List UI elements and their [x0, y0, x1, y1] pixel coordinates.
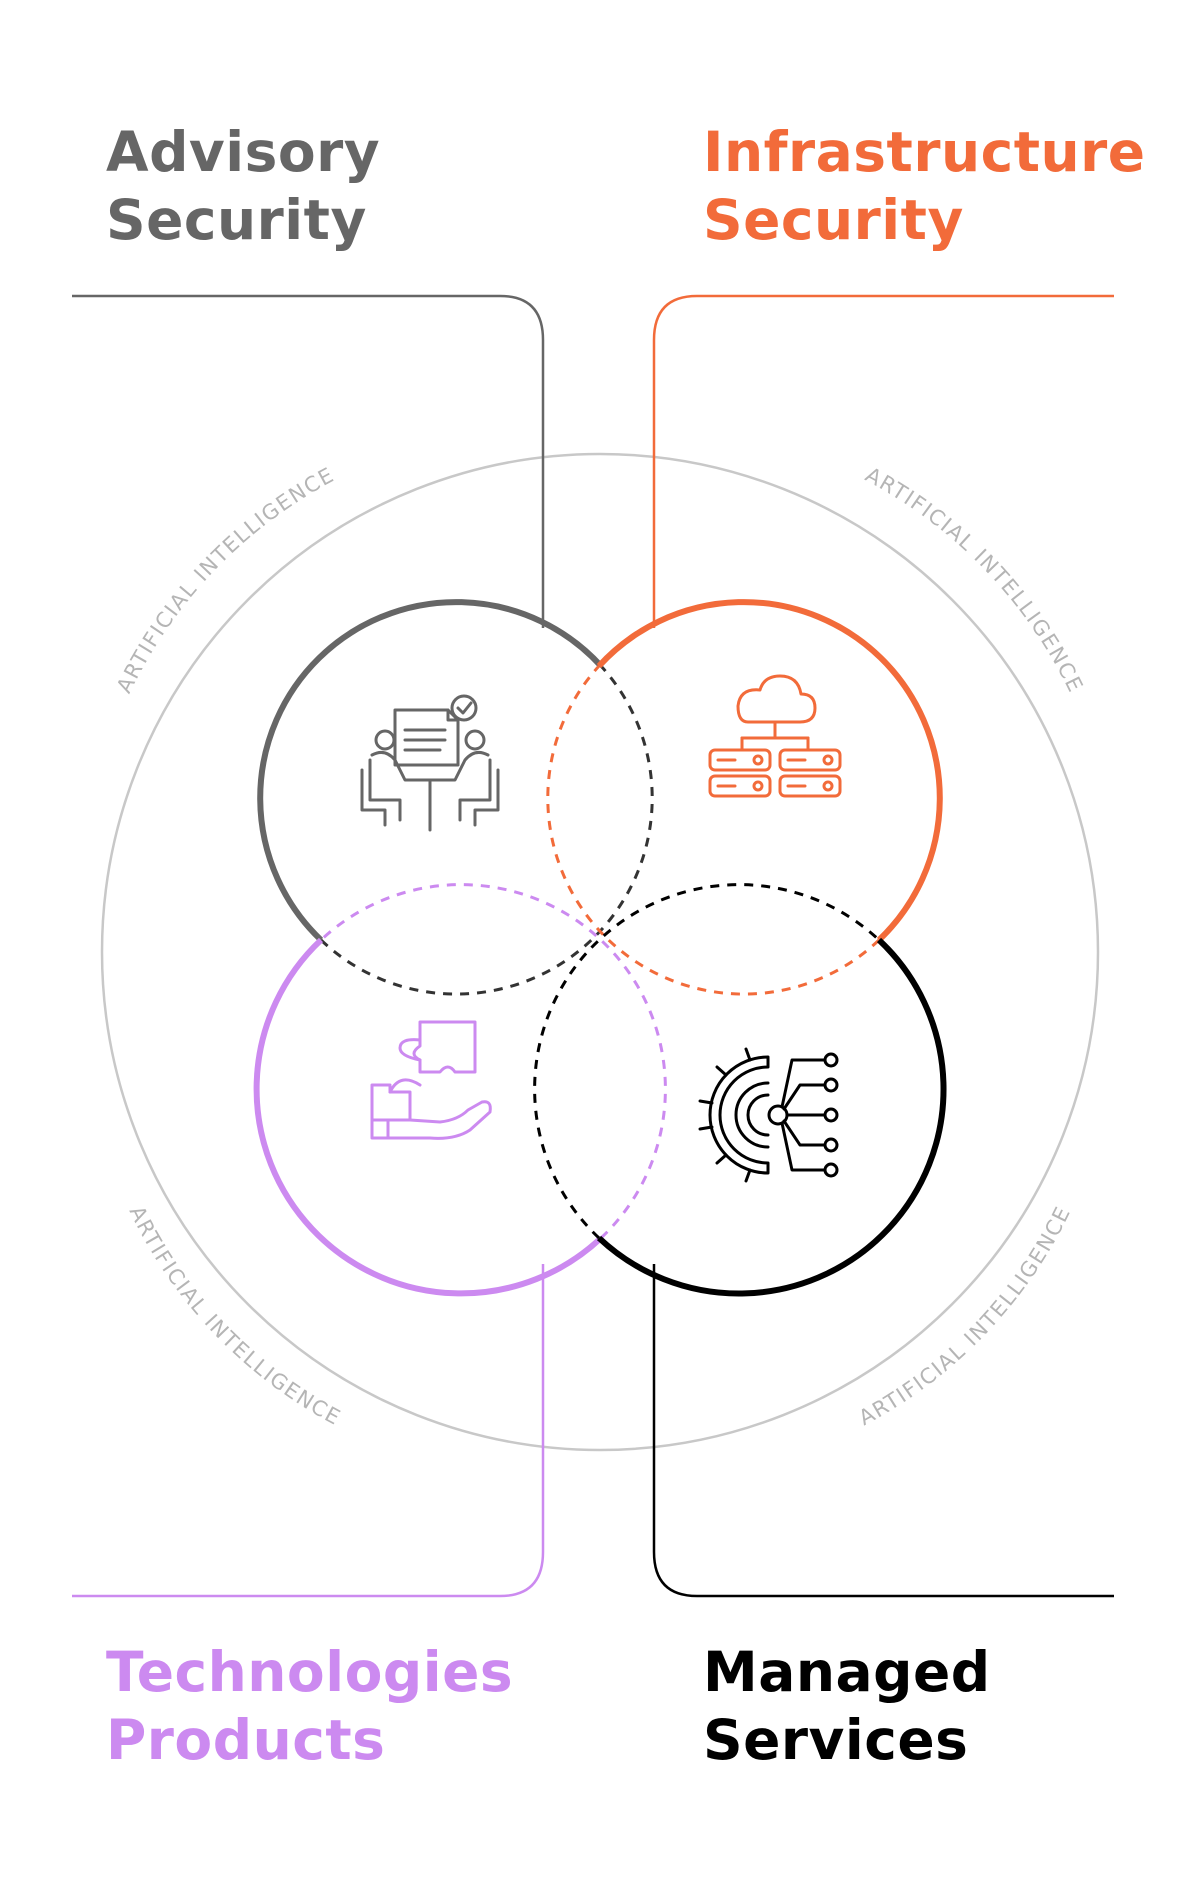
- advisory-circle-dashed: [319, 664, 654, 996]
- technologies-products-title: Technologies Products: [106, 1638, 513, 1774]
- cloud-servers-icon: [708, 674, 842, 798]
- technologies-title-line1: Technologies: [106, 1640, 514, 1704]
- infrastructure-security-title: Infrastructure Security: [703, 118, 1146, 254]
- managed-title-line1: Managed: [703, 1640, 991, 1704]
- advisory-title-line1: Advisory: [106, 120, 381, 184]
- infrastructure-circle-solid: [596, 599, 943, 943]
- infrastructure-connector-line: [652, 294, 1114, 628]
- infrastructure-circle-dashed: [546, 664, 881, 996]
- technologies-circle-solid: [253, 937, 604, 1297]
- infrastructure-title-line1: Infrastructure: [703, 120, 1146, 184]
- ai-ring: [100, 452, 1100, 1452]
- ai-label-bottom-left: ARTIFICIAL INTELLIGENCE: [125, 1202, 346, 1430]
- puzzle-hand-icon: [370, 1020, 492, 1140]
- ai-label-top-right: ARTIFICIAL INTELLIGENCE: [862, 463, 1088, 697]
- infrastructure-title-line2: Security: [703, 188, 964, 252]
- ai-label-bottom-right: ARTIFICIAL INTELLIGENCE: [855, 1202, 1076, 1430]
- advisory-circle-solid: [257, 599, 604, 943]
- advisory-title-line2: Security: [106, 188, 367, 252]
- technologies-circle-dashed: [319, 883, 667, 1240]
- meeting-document-icon: [360, 694, 500, 832]
- advisory-security-title: Advisory Security: [106, 118, 380, 254]
- managed-circle-solid: [596, 937, 947, 1297]
- managed-services-title: Managed Services: [703, 1638, 991, 1774]
- gear-network-icon: [698, 1047, 839, 1183]
- advisory-connector-line: [72, 294, 545, 628]
- technologies-title-line2: Products: [106, 1708, 386, 1772]
- managed-connector-line: [652, 1264, 1114, 1598]
- ai-label-top-left: ARTIFICIAL INTELLIGENCE: [112, 463, 338, 697]
- managed-title-line2: Services: [703, 1708, 969, 1772]
- managed-circle-dashed: [533, 883, 881, 1240]
- technologies-connector-line: [72, 1264, 545, 1598]
